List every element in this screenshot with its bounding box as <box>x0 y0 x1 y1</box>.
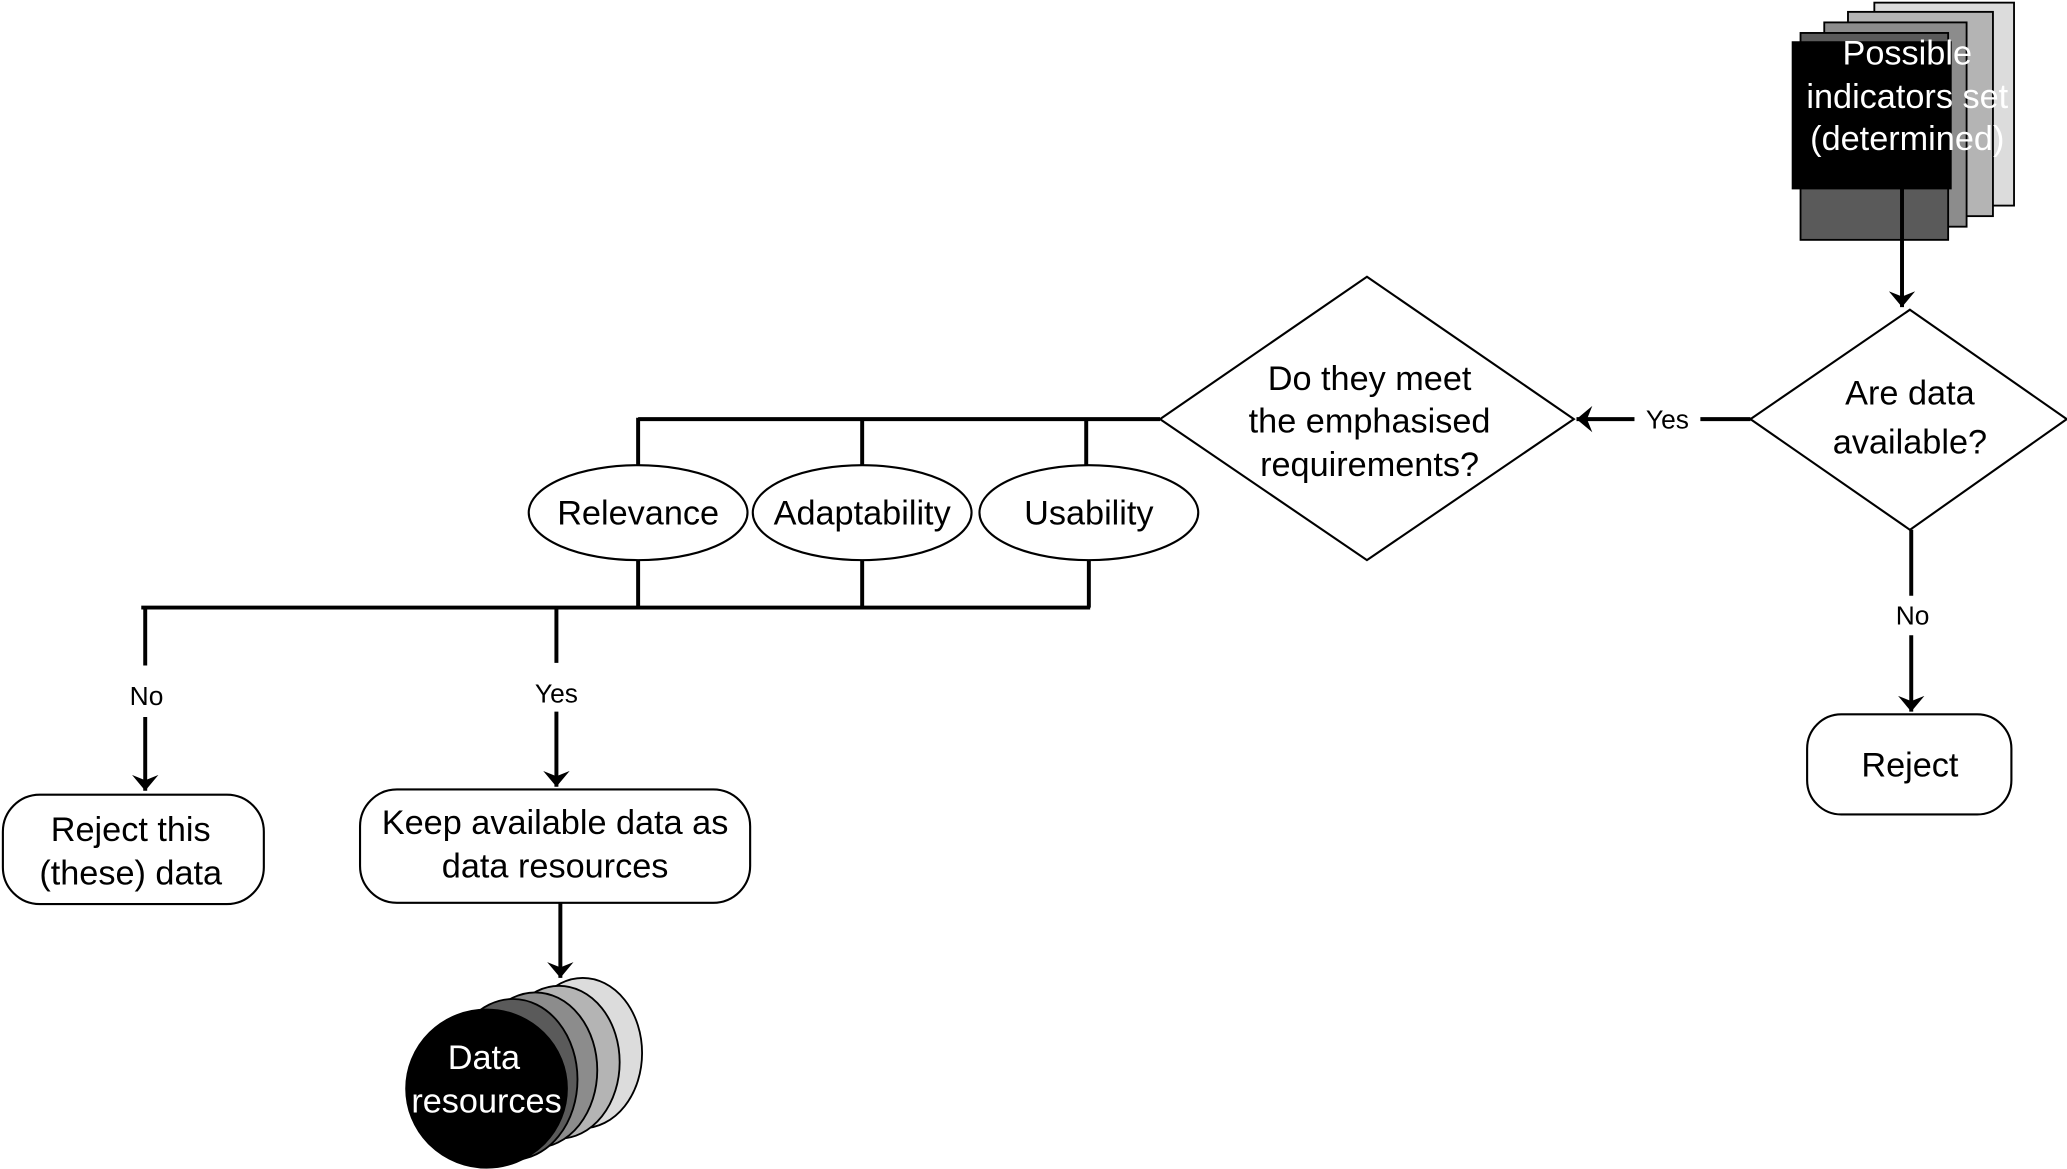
reject-label: Reject <box>1861 746 1959 784</box>
criteria-top-bus <box>636 417 1161 470</box>
edge-yes-to-requirements: Yes <box>1576 404 1751 434</box>
requirements-line-2: the emphasised <box>1249 402 1491 440</box>
edge-no-to-reject-data: No <box>130 607 164 791</box>
adaptability-label: Adaptability <box>774 495 952 533</box>
data-available-line-1: Are data <box>1845 375 1975 413</box>
requirements-decision: Do they meet the emphasised requirements… <box>1158 275 1576 562</box>
data-available-decision: Are data available? <box>1748 308 2067 532</box>
indicators-label-line-3: (determined) <box>1810 120 2004 158</box>
data-available-line-2: available? <box>1833 423 1987 461</box>
criterion-adaptability: Adaptability <box>751 464 973 562</box>
indicators-set-node: Possible indicators set (determined) <box>1791 1 2015 241</box>
edge-yes-to-keep: Yes <box>535 607 578 787</box>
keep-data-line-2: data resources <box>442 848 669 886</box>
data-resources-line-2: resources <box>411 1082 561 1120</box>
criteria-bottom-bus <box>141 560 1091 610</box>
reject-data-line-1: Reject this <box>51 811 211 849</box>
requirements-line-1: Do they meet <box>1268 360 1472 398</box>
edge-no-to-reject: No <box>1896 529 1930 712</box>
keep-data-line-1: Keep available data as <box>382 804 729 842</box>
keep-data-process: Keep available data as data resources <box>358 788 752 904</box>
reject-data-line-2: (these) data <box>39 854 223 892</box>
data-resources-node: Data resources <box>405 976 643 1169</box>
reject-terminal: Reject <box>1806 713 2013 816</box>
usability-label: Usability <box>1024 495 1154 533</box>
indicators-label-line-1: Possible <box>1843 35 1972 73</box>
disc-front <box>405 1008 568 1169</box>
edge-label-no: No <box>1896 601 1930 631</box>
relevance-label: Relevance <box>557 495 719 533</box>
edge-label-no-2: No <box>130 681 164 711</box>
reject-data-terminal: Reject this (these) data <box>1 793 265 906</box>
document-front <box>1791 41 1952 190</box>
data-resources-line-1: Data <box>448 1039 521 1077</box>
edge-label-yes: Yes <box>1646 404 1689 434</box>
indicators-label-line-2: indicators set <box>1806 78 2008 116</box>
requirements-line-3: requirements? <box>1260 446 1479 484</box>
edge-label-yes-2: Yes <box>535 678 578 708</box>
criterion-usability: Usability <box>978 464 1200 562</box>
criterion-relevance: Relevance <box>527 464 749 562</box>
